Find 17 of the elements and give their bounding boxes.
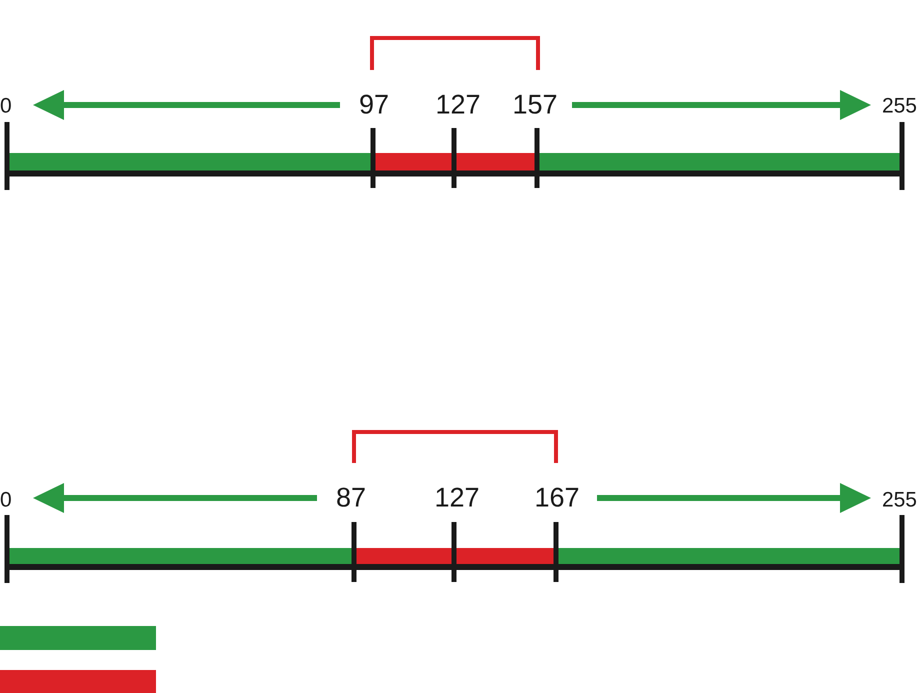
tick-label: 157 (512, 92, 558, 118)
range-bar (373, 153, 454, 171)
range-bar (537, 153, 902, 171)
range-bar (7, 153, 373, 171)
range-bar (454, 153, 537, 171)
tick-label: 0 (0, 96, 12, 116)
tick-label: 167 (534, 484, 580, 512)
range-bar (556, 548, 902, 565)
tick-label: 255 (882, 490, 917, 510)
tick-label: 127 (434, 484, 480, 512)
tick-label: 255 (882, 96, 917, 116)
tick-label: 97 (358, 92, 390, 118)
range-bar (454, 548, 556, 565)
tick-label: 87 (336, 484, 366, 512)
tick-label: 127 (435, 92, 481, 118)
range-bar (7, 548, 354, 565)
tick-label: 0 (0, 490, 12, 510)
